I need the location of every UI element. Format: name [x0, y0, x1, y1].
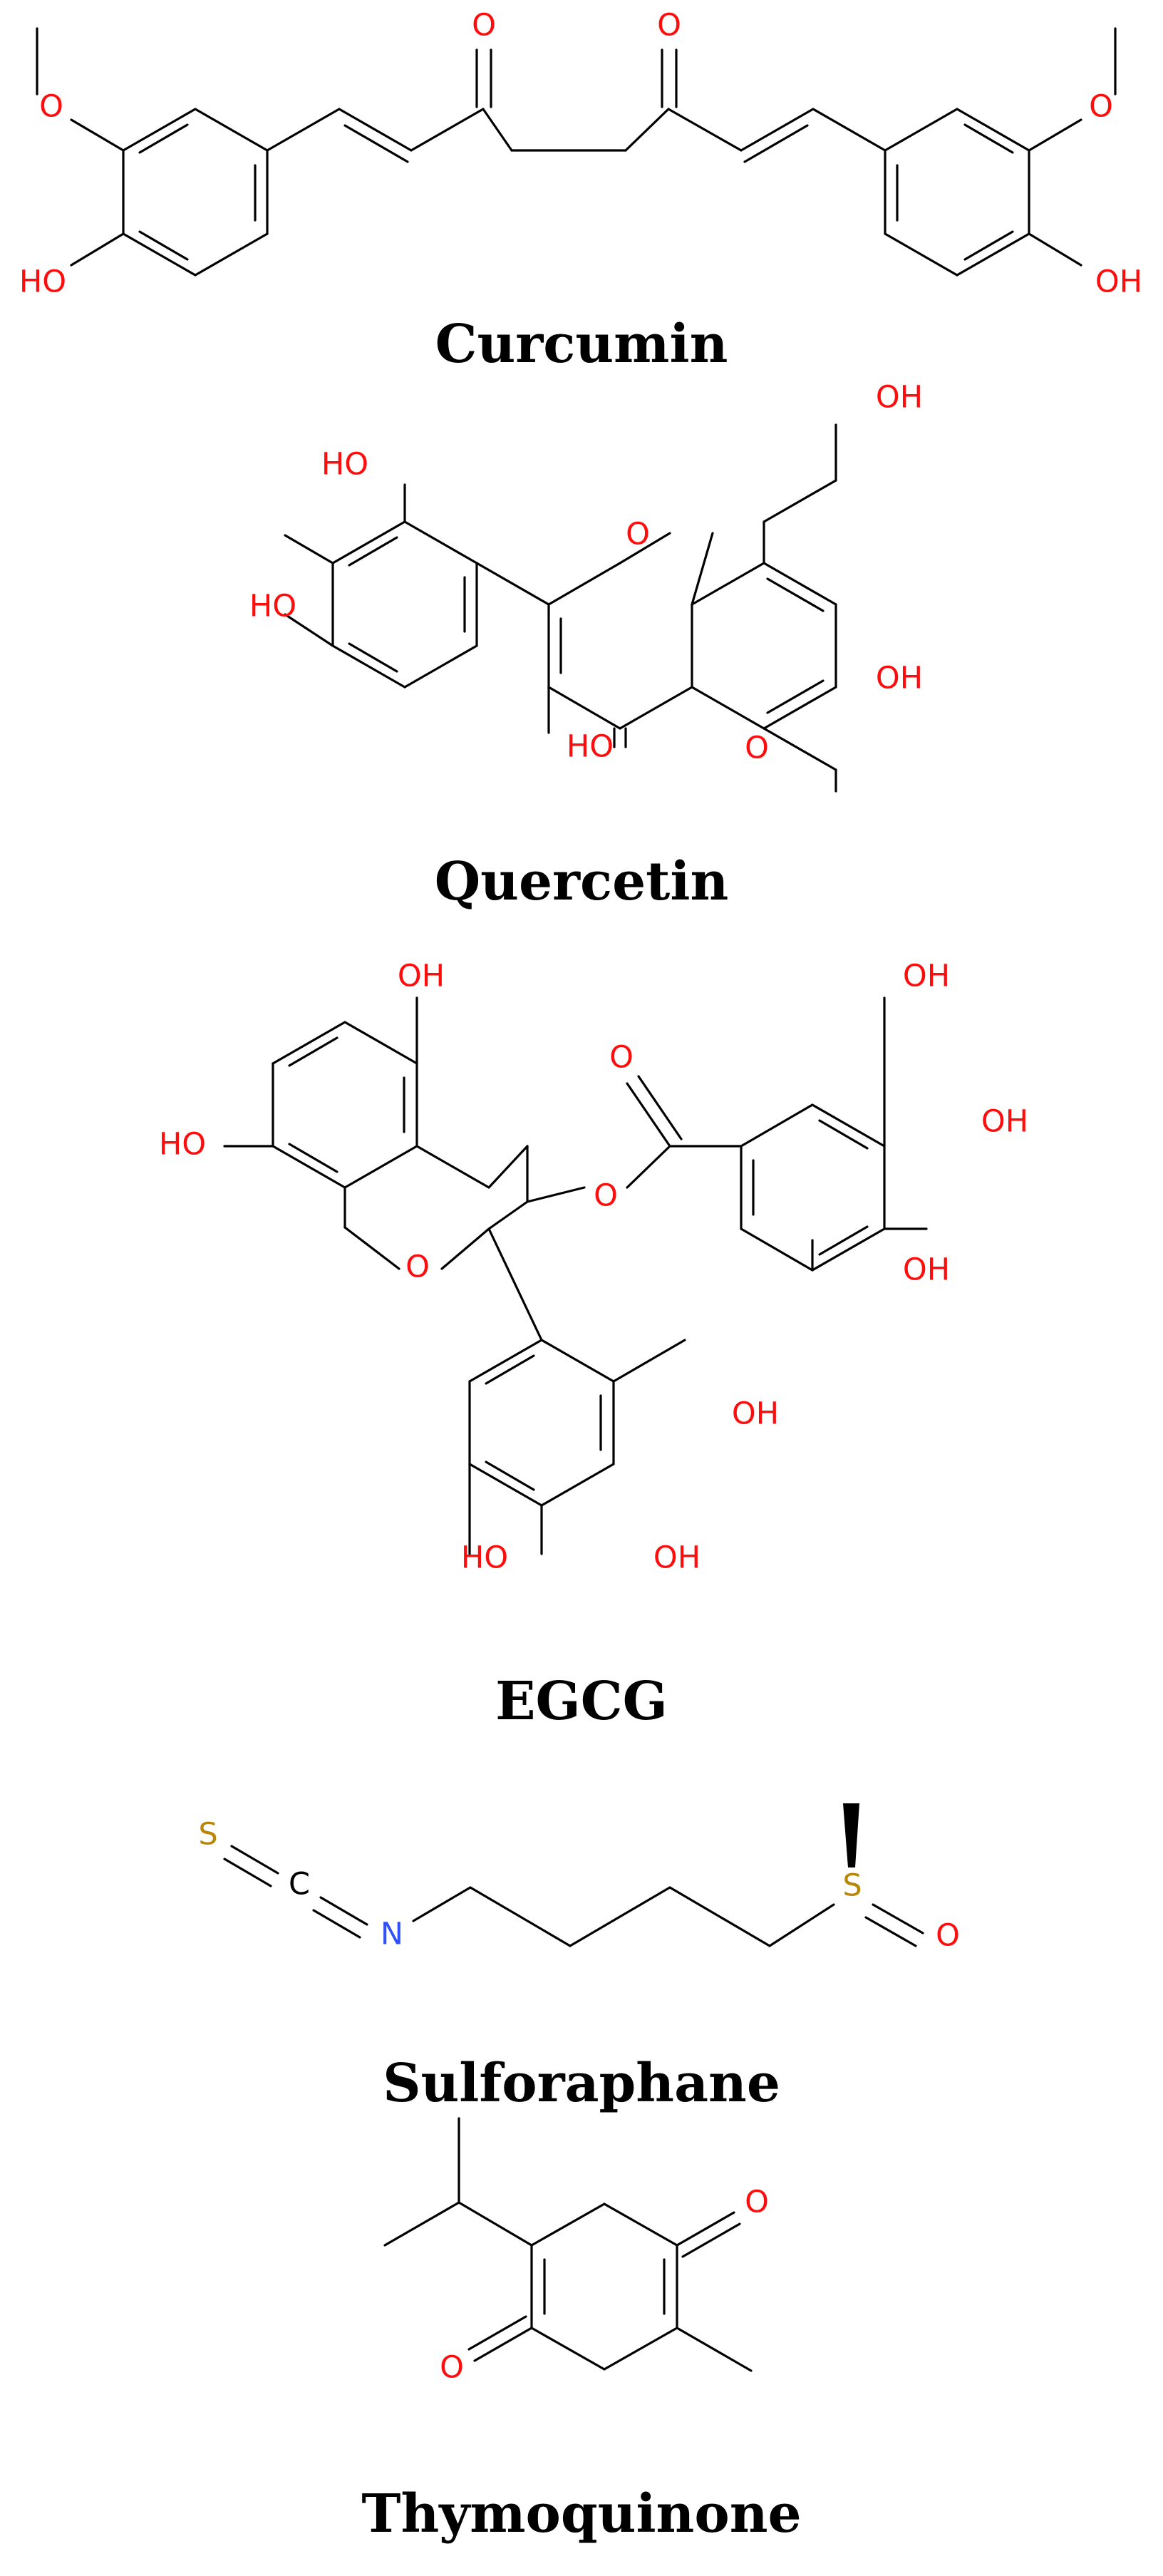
quercetin-ring-oxygen: O	[626, 517, 650, 552]
curcumin-structure	[36, 27, 1117, 277]
quercetin-hydroxyl-4prime: HO	[249, 589, 296, 624]
curcumin-oxygen-methoxy-right: O	[1089, 89, 1113, 125]
egcg-caption: EGCG	[495, 1671, 668, 1732]
egcg-ring-oxygen: O	[405, 1250, 430, 1285]
quercetin-hydroxyl-3: HO	[567, 729, 614, 765]
egcg-galloyl-hydroxyl-5: OH	[903, 1252, 950, 1288]
sulforaphane-caption: Sulforaphane	[383, 2053, 780, 2114]
sulforaphane-carbon: C	[289, 1867, 310, 1902]
thymoquinone-oxygen-top: O	[745, 2185, 769, 2220]
curcumin-caption: Curcumin	[435, 314, 728, 375]
quercetin-hydroxyl-3prime: HO	[321, 447, 368, 483]
egcg-structure	[223, 996, 928, 1555]
sulforaphane-methyl-wedge	[843, 1803, 859, 1867]
egcg-b-ring-hydroxyl-5prime: HO	[461, 1540, 508, 1576]
egcg-b-ring-hydroxyl-3prime: OH	[732, 1396, 779, 1432]
curcumin-keto-oxygen-left: O	[472, 8, 496, 43]
quercetin-hydroxyl-7: OH	[876, 380, 923, 416]
sulforaphane-sulfoxide-oxygen: O	[936, 1918, 960, 1954]
thymoquinone-oxygen-bottom: O	[440, 2350, 464, 2386]
curcumin-hydroxyl-left: HO	[19, 264, 66, 300]
egcg-galloyl-hydroxyl-4: OH	[981, 1104, 1028, 1140]
egcg-hydroxyl-5: OH	[398, 959, 445, 994]
egcg-ester-oxygen: O	[594, 1178, 618, 1214]
quercetin-caption: Quercetin	[435, 851, 729, 912]
curcumin-oxygen-methoxy-left: O	[39, 89, 63, 125]
thymoquinone-caption: Thymoquinone	[361, 2483, 801, 2545]
curcumin-keto-oxygen-right: O	[657, 8, 681, 43]
sulforaphane-sulfoxide-sulfur: S	[842, 1868, 862, 1904]
quercetin-hydroxyl-5: OH	[876, 661, 923, 696]
curcumin-hydroxyl-right: OH	[1095, 264, 1142, 300]
sulforaphane-structure	[223, 1803, 924, 1947]
egcg-hydroxyl-7: HO	[159, 1127, 206, 1163]
egcg-b-ring-hydroxyl-4prime: OH	[653, 1540, 701, 1576]
quercetin-structure	[284, 423, 837, 793]
egcg-carbonyl-oxygen: O	[609, 1040, 634, 1076]
thymoquinone-structure	[383, 2117, 753, 2372]
sulforaphane-sulfur-terminal: S	[198, 1817, 217, 1853]
quercetin-keto-oxygen: O	[745, 731, 769, 766]
egcg-galloyl-hydroxyl-3: OH	[903, 959, 950, 994]
sulforaphane-nitrogen: N	[381, 1917, 403, 1952]
